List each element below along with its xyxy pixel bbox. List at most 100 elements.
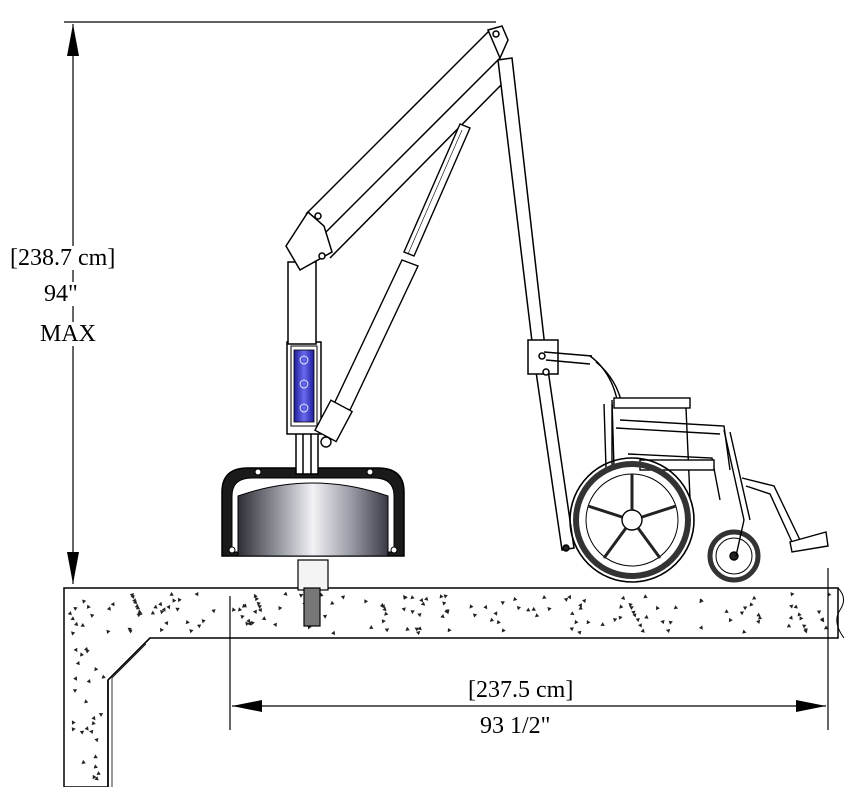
- concrete-speck: [820, 618, 825, 623]
- concrete-speck: [106, 606, 111, 611]
- concrete-speck: [489, 617, 495, 622]
- concrete-speck: [635, 618, 640, 623]
- concrete-speck: [160, 610, 165, 615]
- concrete-speck: [419, 598, 424, 603]
- concrete-speck: [197, 624, 202, 629]
- concrete-speck: [469, 604, 474, 609]
- concrete-speck: [175, 607, 180, 612]
- concrete-speck: [414, 627, 419, 632]
- concrete-speck: [257, 605, 262, 609]
- concrete-speck: [84, 726, 89, 731]
- concrete-speck: [299, 593, 304, 598]
- concrete-speck: [128, 629, 133, 634]
- concrete-speck: [420, 601, 426, 606]
- concrete-speck: [417, 626, 422, 631]
- concrete-speck: [440, 614, 445, 619]
- concrete-speck: [80, 623, 85, 627]
- concrete-speck: [547, 607, 552, 612]
- concrete-speck: [793, 604, 798, 609]
- concrete-speck: [424, 596, 429, 601]
- pool-lift: [221, 25, 623, 627]
- concrete-speck: [384, 611, 389, 616]
- concrete-speck: [322, 614, 328, 619]
- concrete-speck: [72, 689, 78, 693]
- concrete-speck: [643, 594, 648, 599]
- concrete-speck: [513, 596, 518, 601]
- concrete-speck: [443, 594, 448, 599]
- concrete-speck: [93, 754, 98, 759]
- concrete-speck: [364, 599, 369, 604]
- concrete-speck: [384, 628, 390, 633]
- concrete-speck: [194, 592, 199, 597]
- concrete-speck: [340, 595, 345, 600]
- concrete-speck: [410, 595, 415, 600]
- concrete-speck: [90, 613, 95, 618]
- concrete-speck: [629, 606, 634, 610]
- concrete-speck: [86, 604, 91, 609]
- concrete-speck: [802, 624, 807, 629]
- concrete-speck: [330, 600, 335, 605]
- concrete-speck: [106, 629, 111, 634]
- concrete-speck: [574, 619, 579, 625]
- concrete-speck: [563, 597, 569, 602]
- concrete-speck: [94, 776, 99, 781]
- concrete-speck: [73, 676, 78, 681]
- concrete-speck: [73, 647, 78, 652]
- base-housing: [221, 467, 405, 557]
- concrete-speck: [253, 593, 258, 598]
- concrete-deck: [63, 587, 845, 788]
- concrete-speck: [410, 610, 415, 615]
- concrete-speck: [261, 616, 267, 621]
- concrete-speck: [405, 626, 410, 631]
- concrete-speck: [160, 627, 164, 633]
- wheelchair: [569, 397, 829, 583]
- concrete-speck: [110, 602, 115, 607]
- concrete-speck: [699, 598, 704, 604]
- concrete-speck: [570, 611, 575, 615]
- concrete-speck: [788, 615, 793, 620]
- concrete-speck: [89, 729, 94, 734]
- concrete-speck: [158, 601, 163, 607]
- concrete-speck: [201, 619, 206, 624]
- concrete-speck: [252, 609, 257, 614]
- concrete-speck: [500, 601, 505, 606]
- concrete-speck: [612, 618, 618, 623]
- height-metric-label: [238.7 cm]: [8, 245, 118, 271]
- concrete-speck: [96, 771, 101, 775]
- concrete-speck: [578, 605, 583, 610]
- anchor-post: [303, 587, 321, 627]
- concrete-speck: [84, 646, 89, 652]
- concrete-speck: [803, 628, 808, 633]
- concrete-speck: [660, 619, 665, 625]
- concrete-speck: [381, 604, 385, 609]
- height-imperial-label: 94": [42, 281, 80, 307]
- concrete-speck: [644, 614, 649, 619]
- concrete-speck: [79, 730, 85, 735]
- concrete-speck: [98, 713, 104, 717]
- height-max-label: MAX: [38, 321, 99, 347]
- concrete-speck: [724, 609, 729, 613]
- concrete-speck: [86, 679, 91, 684]
- concrete-speck: [331, 630, 336, 636]
- concrete-speck: [757, 615, 763, 620]
- concrete-speck: [94, 667, 99, 672]
- concrete-speck: [166, 604, 171, 610]
- concrete-speck: [75, 661, 80, 666]
- concrete-speck: [535, 613, 540, 618]
- concrete-speck: [483, 605, 488, 610]
- concrete-speck: [70, 616, 75, 621]
- concrete-speck: [668, 620, 673, 625]
- concrete-speck: [101, 674, 106, 679]
- concrete-speck: [255, 596, 259, 602]
- concrete-speck: [578, 603, 582, 608]
- concrete-speck: [80, 652, 84, 657]
- concrete-speck: [382, 606, 387, 612]
- concrete-speck: [169, 592, 174, 596]
- concrete-speck: [698, 625, 703, 630]
- concrete-speck: [71, 631, 76, 636]
- concrete-speck: [632, 613, 637, 618]
- concrete-speck: [618, 615, 623, 620]
- concrete-speck: [283, 591, 288, 596]
- concrete-speck: [73, 607, 78, 611]
- concrete-speck: [628, 602, 633, 608]
